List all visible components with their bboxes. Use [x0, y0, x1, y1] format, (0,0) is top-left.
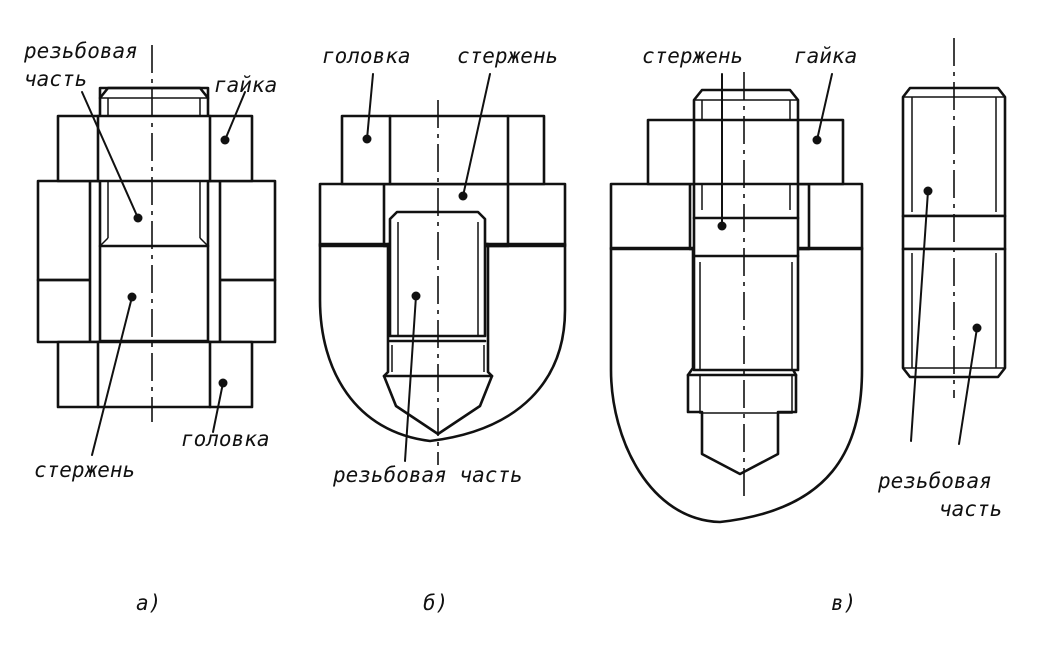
a-label-threaded-1: резьбовая	[23, 39, 138, 63]
b-label-head: головка	[322, 44, 411, 68]
b-screw-head	[340, 114, 546, 186]
a-label-threaded-2: часть	[24, 67, 87, 91]
a-bolt-chamfer	[98, 86, 210, 100]
a-label-shank: стержень	[34, 458, 135, 482]
figure-c-stud-joint: стержень гайка	[609, 44, 864, 524]
d-label-threaded-2: часть	[939, 497, 1002, 521]
b-tapped-hole	[382, 242, 494, 436]
c-nut	[646, 118, 845, 186]
c-base-body	[609, 246, 864, 524]
a-label-head: головка	[181, 427, 270, 451]
b-screw-shank	[388, 210, 487, 338]
b-label-shank: стержень	[457, 44, 558, 68]
a-label-nut: гайка	[214, 73, 277, 97]
c-label-shank: стержень	[642, 44, 743, 68]
a-nut	[56, 114, 254, 183]
b-label-threaded: резьбовая часть	[332, 463, 523, 487]
d-label-threaded-1: резьбовая	[877, 469, 992, 493]
caption-a: а)	[136, 591, 161, 615]
caption-b: б)	[423, 591, 448, 615]
caption-c: в)	[831, 591, 856, 615]
figure-a-bolt-joint: резьбовая часть гайка головка стержень	[23, 39, 277, 482]
figure-b-screw-joint: головка стержень резьбовая часть	[318, 44, 567, 487]
figure-d-stud: резьбовая часть	[877, 38, 1007, 521]
c-label-nut: гайка	[794, 44, 857, 68]
b-base-body	[318, 242, 567, 443]
a-bolt-head	[56, 340, 254, 409]
